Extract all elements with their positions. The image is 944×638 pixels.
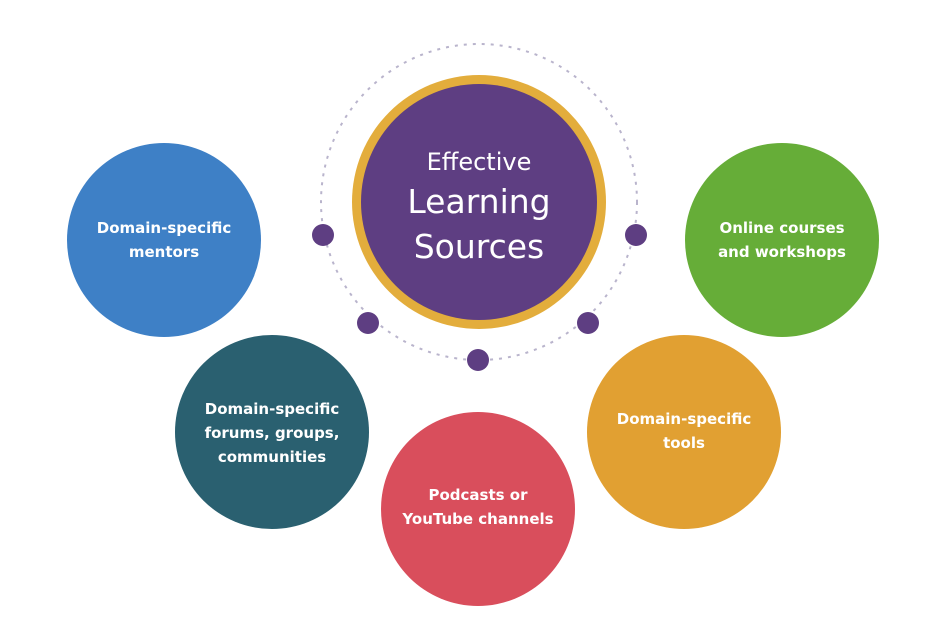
orbit-dots xyxy=(312,224,647,371)
node-online-courses: Online courses and workshops xyxy=(685,143,879,337)
node-domain-specific-tools: Domain-specific tools xyxy=(587,335,781,529)
orbit-dot-lower-left xyxy=(357,312,379,334)
orbit-dot-right xyxy=(625,224,647,246)
node-label-line: tools xyxy=(663,434,705,452)
node-label-line: communities xyxy=(218,448,326,466)
node-label-line: Online courses xyxy=(719,219,844,237)
node-circle-podcasts xyxy=(381,412,575,606)
center-node: Effective Learning Sources xyxy=(352,75,606,329)
node-circle-tools xyxy=(587,335,781,529)
orbit-dashed-ring xyxy=(320,43,638,361)
node-label-line: YouTube channels xyxy=(401,510,553,528)
node-label-line: Domain-specific xyxy=(617,410,751,428)
node-podcasts-youtube: Podcasts or YouTube channels xyxy=(381,412,575,606)
node-label-line: forums, groups, xyxy=(205,424,340,442)
node-label-line: Domain-specific xyxy=(205,400,339,418)
node-circle-mentors xyxy=(67,143,261,337)
node-label-line: Podcasts or xyxy=(428,486,528,504)
center-title-line-1: Effective xyxy=(427,148,532,176)
center-title-line-3: Sources xyxy=(414,227,545,266)
node-label-line: mentors xyxy=(129,243,199,261)
node-label-line: Domain-specific xyxy=(97,219,231,237)
orbit-dot-lower-right xyxy=(577,312,599,334)
center-title-line-2: Learning xyxy=(407,182,550,221)
node-domain-specific-forums: Domain-specific forums, groups, communit… xyxy=(175,335,369,529)
center-circle xyxy=(361,84,597,320)
node-label-line: and workshops xyxy=(718,243,846,261)
node-domain-specific-mentors: Domain-specific mentors xyxy=(67,143,261,337)
orbit-dot-bottom xyxy=(467,349,489,371)
orbit-dot-left xyxy=(312,224,334,246)
node-circle-forums xyxy=(175,335,369,529)
node-circle-online-courses xyxy=(685,143,879,337)
